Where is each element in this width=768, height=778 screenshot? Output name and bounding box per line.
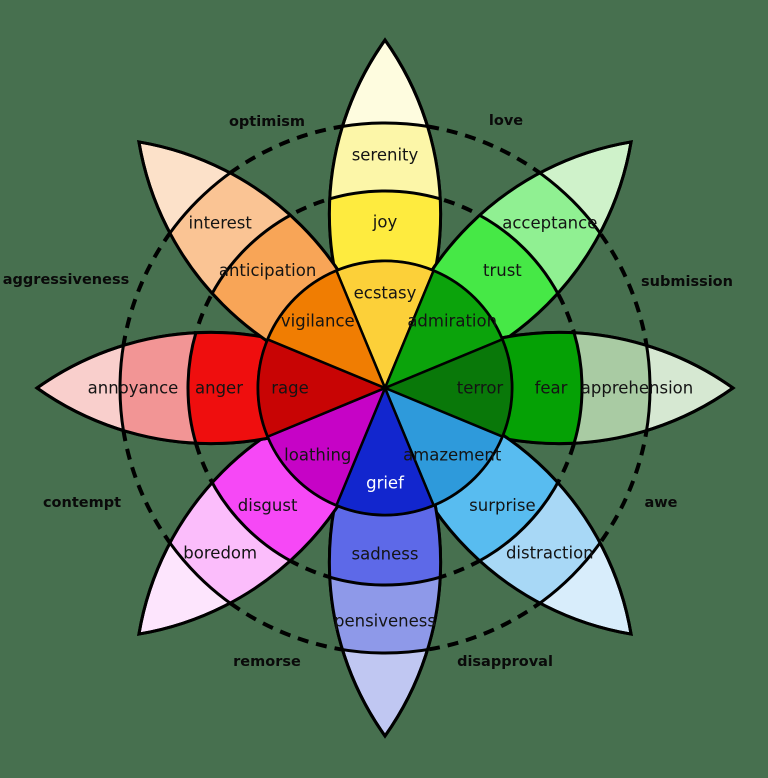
section-joy [329, 189, 441, 388]
dyad-label-submission: submission [641, 274, 733, 290]
wedge-admiration [383, 269, 504, 390]
wedge-loathing [266, 386, 387, 507]
label-ecstasy: ecstasy [354, 284, 417, 303]
label-amazement: amazement [403, 446, 502, 465]
label-fear: fear [535, 379, 568, 398]
dyad-label-disapproval: disapproval [457, 654, 553, 670]
wedge-ecstasy [335, 259, 435, 390]
dyad-label-remorse: remorse [233, 654, 301, 670]
label-anticipation: anticipation [219, 261, 316, 280]
wedge-vigilance [266, 269, 387, 390]
label-rage: rage [271, 379, 309, 398]
wedge-amazement [383, 386, 504, 507]
label-sadness: sadness [352, 545, 419, 564]
label-loathing: loathing [284, 446, 351, 465]
label-terror: terror [457, 379, 504, 398]
wedge-rage [256, 338, 387, 438]
dyad-label-awe: awe [644, 495, 677, 511]
dyad-label-optimism: optimism [229, 114, 305, 130]
label-pensiveness: pensiveness [334, 612, 436, 631]
label-boredom: boredom [183, 543, 257, 562]
dyad-label-aggressiveness: aggressiveness [3, 272, 129, 288]
section-annoyance [118, 332, 385, 444]
label-distraction: distraction [506, 543, 594, 562]
section-pensiveness [329, 388, 441, 655]
label-apprehension: apprehension [581, 379, 693, 398]
section-apprehension [385, 332, 652, 444]
label-interest: interest [189, 214, 253, 233]
label-anger: anger [195, 379, 243, 398]
label-acceptance: acceptance [502, 214, 597, 233]
label-annoyance: annoyance [88, 379, 179, 398]
label-admiration: admiration [407, 311, 497, 330]
dyad-label-love: love [489, 113, 523, 129]
label-grief: grief [366, 474, 405, 493]
label-disgust: disgust [238, 496, 298, 515]
label-joy: joy [372, 213, 398, 232]
section-anger [186, 332, 385, 444]
label-trust: trust [483, 261, 522, 280]
section-sadness [329, 388, 441, 587]
section-serenity [329, 121, 441, 388]
wedge-grief [335, 386, 435, 517]
label-surprise: surprise [469, 496, 535, 515]
section-fear [385, 332, 584, 444]
dyad-label-contempt: contempt [43, 495, 121, 511]
label-serenity: serenity [352, 146, 419, 165]
label-vigilance: vigilance [281, 311, 355, 330]
wedge-terror [383, 338, 514, 438]
